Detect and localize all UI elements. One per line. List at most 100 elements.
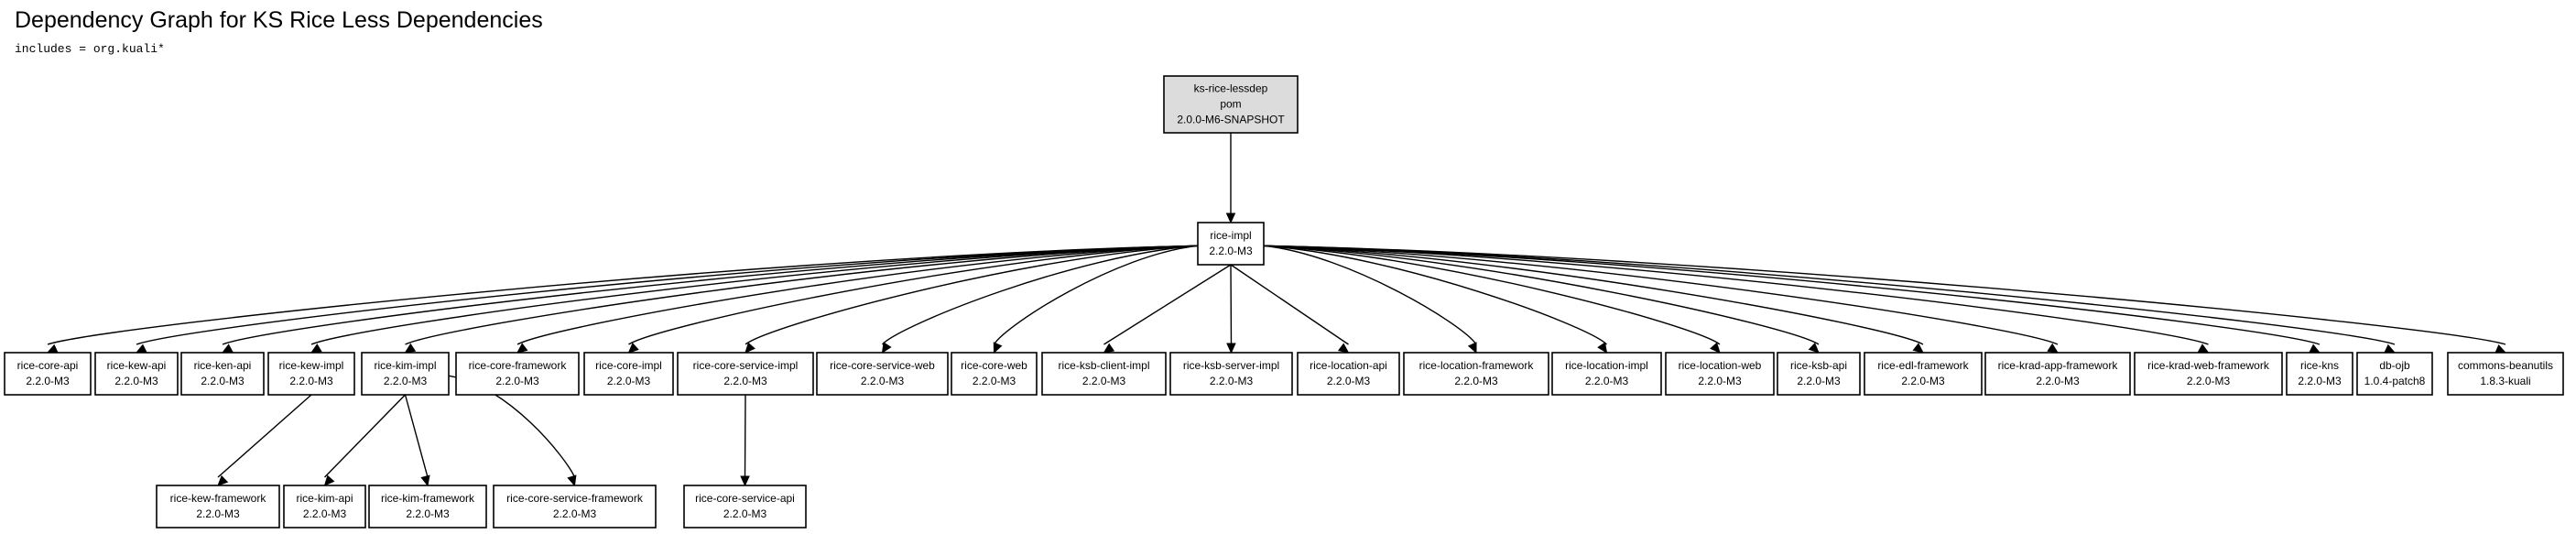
node-box-rice-kew-framework: [156, 485, 280, 529]
edge-rice-impl-to-rice-location-framework: [1263, 245, 1477, 345]
node-label: db-ojb: [2379, 359, 2410, 372]
node-box-root: [1163, 75, 1299, 134]
node-version: 2.2.0-M3: [1210, 375, 1254, 387]
node-box-rice-core-service-framework: [493, 485, 657, 529]
arrowhead-rice-location-framework: [1467, 342, 1477, 354]
node-rice-core-service-web: rice-core-service-web 2.2.0-M3: [816, 352, 949, 396]
node-label: rice-location-web: [1679, 359, 1762, 372]
arrowhead-rice-location-web: [1710, 342, 1721, 354]
node-version: 2.0.0-M6-SNAPSHOT: [1177, 114, 1285, 126]
node-version: 1.8.3-kuali: [2480, 375, 2530, 387]
node-label: rice-ksb-client-impl: [1058, 359, 1149, 372]
node-rice-kew-framework: rice-kew-framework 2.2.0-M3: [156, 485, 280, 529]
edge-rice-impl-to-rice-core-service-web: [881, 245, 1199, 345]
node-box-rice-kew-impl: [267, 352, 355, 396]
node-version: 2.2.0-M3: [289, 375, 333, 387]
node-rice-krad-app-framework: rice-krad-app-framework 2.2.0-M3: [1984, 352, 2131, 396]
node-rice-ksb-client-impl: rice-ksb-client-impl 2.2.0-M3: [1041, 352, 1167, 396]
node-box-rice-kns: [2286, 352, 2353, 396]
edge-rice-impl-to-rice-kew-api: [136, 245, 1199, 345]
node-box-rice-kew-api: [94, 352, 179, 396]
node-label: rice-edl-framework: [1877, 359, 1969, 372]
edge-rice-impl-to-rice-kew-impl: [310, 245, 1199, 345]
node-version: 2.2.0-M3: [553, 507, 597, 520]
node-rice-kim-framework: rice-kim-framework 2.2.0-M3: [368, 485, 487, 529]
node-version: 2.2.0-M3: [723, 375, 767, 387]
node-version: 2.2.0-M3: [607, 375, 651, 387]
node-box-rice-location-web: [1665, 352, 1775, 396]
node-version: 2.2.0-M3: [2187, 375, 2231, 387]
node-version: 2.2.0-M3: [861, 375, 905, 387]
node-box-rice-location-api: [1297, 352, 1400, 396]
edge-rice-kew-impl-to-rice-kew-framework: [217, 394, 312, 478]
node-version: 2.2.0-M3: [201, 375, 245, 387]
arrowhead-rice-kew-api: [135, 343, 147, 354]
edge-rice-impl-to-rice-kns: [1263, 245, 2321, 345]
arrowhead-rice-impl: [1225, 213, 1236, 224]
node-version: 2.2.0-M3: [384, 375, 428, 387]
node-box-rice-krad-web-framework: [2134, 352, 2283, 396]
node-label: rice-kew-framework: [170, 492, 267, 505]
arrowhead-commons-beanutils: [2494, 344, 2507, 354]
include-filter: includes = org.kuali*: [15, 42, 165, 56]
arrowhead-rice-core-service-web: [881, 342, 892, 354]
node-label: rice-krad-app-framework: [1998, 359, 2119, 372]
node-box-rice-ksb-client-impl: [1041, 352, 1167, 396]
arrowhead-db-ojb: [2384, 343, 2397, 354]
edge-rice-impl-to-commons-beanutils: [1263, 245, 2506, 345]
node-box-commons-beanutils: [2447, 352, 2564, 396]
node-label: rice-location-api: [1310, 359, 1387, 372]
node-rice-krad-web-framework: rice-krad-web-framework 2.2.0-M3: [2134, 352, 2283, 396]
node-label: rice-kim-framework: [381, 492, 475, 505]
node-version: 2.2.0-M3: [1454, 375, 1498, 387]
node-box-rice-ksb-server-impl: [1169, 352, 1293, 396]
arrowhead-rice-ksb-server-impl: [1226, 343, 1236, 354]
node-box-rice-kim-api: [283, 485, 366, 529]
node-box-rice-core-web: [951, 352, 1038, 396]
arrowhead-rice-kns: [2309, 343, 2321, 354]
node-label: rice-core-service-api: [695, 492, 795, 505]
arrowhead-rice-core-framework: [516, 343, 528, 354]
arrowhead-rice-kew-impl: [310, 343, 322, 354]
node-version: 2.2.0-M3: [2036, 375, 2080, 387]
edge-rice-impl-to-rice-core-service-impl: [745, 245, 1199, 345]
edge-rice-impl-to-rice-core-framework: [516, 245, 1199, 345]
node-box-rice-core-service-impl: [677, 352, 814, 396]
node-box-rice-core-service-web: [816, 352, 949, 396]
edge-rice-impl-to-rice-location-impl: [1263, 245, 1607, 345]
node-label: rice-location-framework: [1419, 359, 1535, 372]
node-box-rice-kim-impl: [361, 352, 450, 396]
node-label: rice-krad-web-framework: [2147, 359, 2270, 372]
node-rice-core-service-framework: rice-core-service-framework 2.2.0-M3: [493, 485, 657, 529]
node-rice-location-framework: rice-location-framework 2.2.0-M3: [1403, 352, 1549, 396]
node-label: rice-ken-api: [194, 359, 252, 372]
node-label: rice-core-service-web: [830, 359, 935, 372]
node-box-rice-ksb-api: [1777, 352, 1861, 396]
arrowhead-rice-ken-api: [221, 343, 234, 354]
node-version: 2.2.0-M3: [1082, 375, 1126, 387]
node-label: rice-core-service-framework: [506, 492, 644, 505]
node-label: rice-core-web: [961, 359, 1027, 372]
edge-rice-impl-to-rice-krad-app-framework: [1263, 245, 2059, 345]
node-label: rice-impl: [1210, 229, 1251, 242]
node-label: commons-beanutils: [2458, 359, 2553, 372]
node-version: 2.2.0-M3: [114, 375, 158, 387]
node-box-rice-core-api: [4, 352, 92, 396]
node-version: 2.2.0-M3: [973, 375, 1016, 387]
node-version: 2.2.0-M3: [1901, 375, 1945, 387]
node-version: 2.2.0-M3: [196, 507, 240, 520]
node-label: rice-kim-impl: [375, 359, 437, 372]
node-version: 2.2.0-M3: [406, 507, 450, 520]
edge-rice-impl-to-rice-ksb-client-impl: [1103, 264, 1232, 345]
page-title: Dependency Graph for KS Rice Less Depend…: [15, 7, 543, 33]
node-rice-core-web: rice-core-web 2.2.0-M3: [951, 352, 1038, 396]
node-label: rice-kew-impl: [279, 359, 344, 372]
